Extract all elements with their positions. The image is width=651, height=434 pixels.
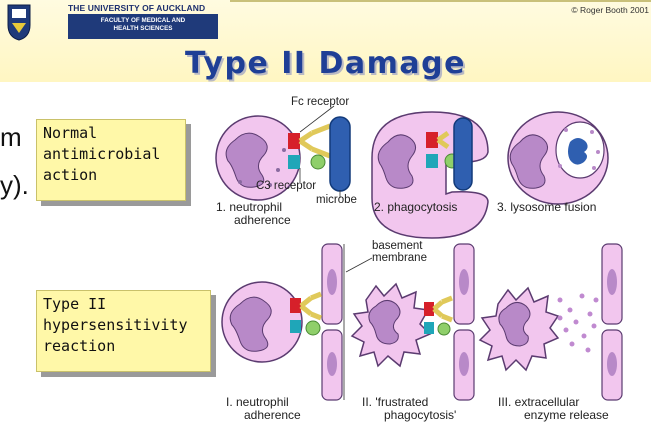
top-lysosome-cell	[508, 112, 608, 204]
complement-1	[311, 155, 325, 169]
step-II-line-2: phagocytosis'	[362, 409, 456, 422]
fc-receptor-label: Fc receptor	[291, 96, 349, 108]
step-I-caption: I. neutrophil adherence	[226, 396, 301, 422]
c3-receptor-label: C3 receptor	[256, 180, 316, 192]
endothelial-wall-2	[454, 244, 474, 400]
step-III-line-2: enzyme release	[498, 409, 609, 422]
step-I-line-2: adherence	[226, 409, 301, 422]
microbe-2	[454, 118, 472, 190]
c3-receptor-1	[288, 155, 300, 169]
microbe-label: microbe	[316, 194, 357, 206]
step-2-caption: 2. phagocytosis	[374, 201, 457, 214]
complement-4	[438, 323, 450, 335]
c3-receptor-3	[290, 320, 301, 333]
endothelial-wall-3	[602, 244, 622, 400]
frustrated-neutrophil	[352, 284, 430, 366]
c3-receptor-2	[426, 154, 438, 168]
step-1-caption: 1. neutrophil adherence	[216, 201, 291, 227]
microbe-1	[330, 117, 350, 191]
c3-receptor-4	[424, 322, 434, 334]
fc-receptor-3	[290, 298, 301, 313]
basement-line-1: basement	[372, 240, 427, 252]
basement-membrane-label: basement membrane	[372, 240, 427, 264]
step-III-caption: III. extracellular enzyme release	[498, 396, 609, 422]
released-enzyme-granules	[558, 294, 599, 353]
step-II-caption: II. 'frustrated phagocytosis'	[362, 396, 456, 422]
fc-receptor-2	[426, 132, 438, 148]
fc-receptor-1	[288, 133, 300, 149]
antibody-4	[434, 298, 452, 320]
complement-3	[306, 321, 320, 335]
fc-receptor-4	[424, 302, 434, 316]
antibody-3	[301, 294, 321, 318]
endothelial-wall-1	[322, 244, 344, 400]
step-1-line-2: adherence	[216, 214, 291, 227]
releasing-neutrophil	[480, 288, 558, 370]
step-3-caption: 3. lysosome fusion	[497, 201, 596, 214]
antibody-1	[300, 126, 330, 156]
basement-line-2: membrane	[372, 252, 427, 264]
